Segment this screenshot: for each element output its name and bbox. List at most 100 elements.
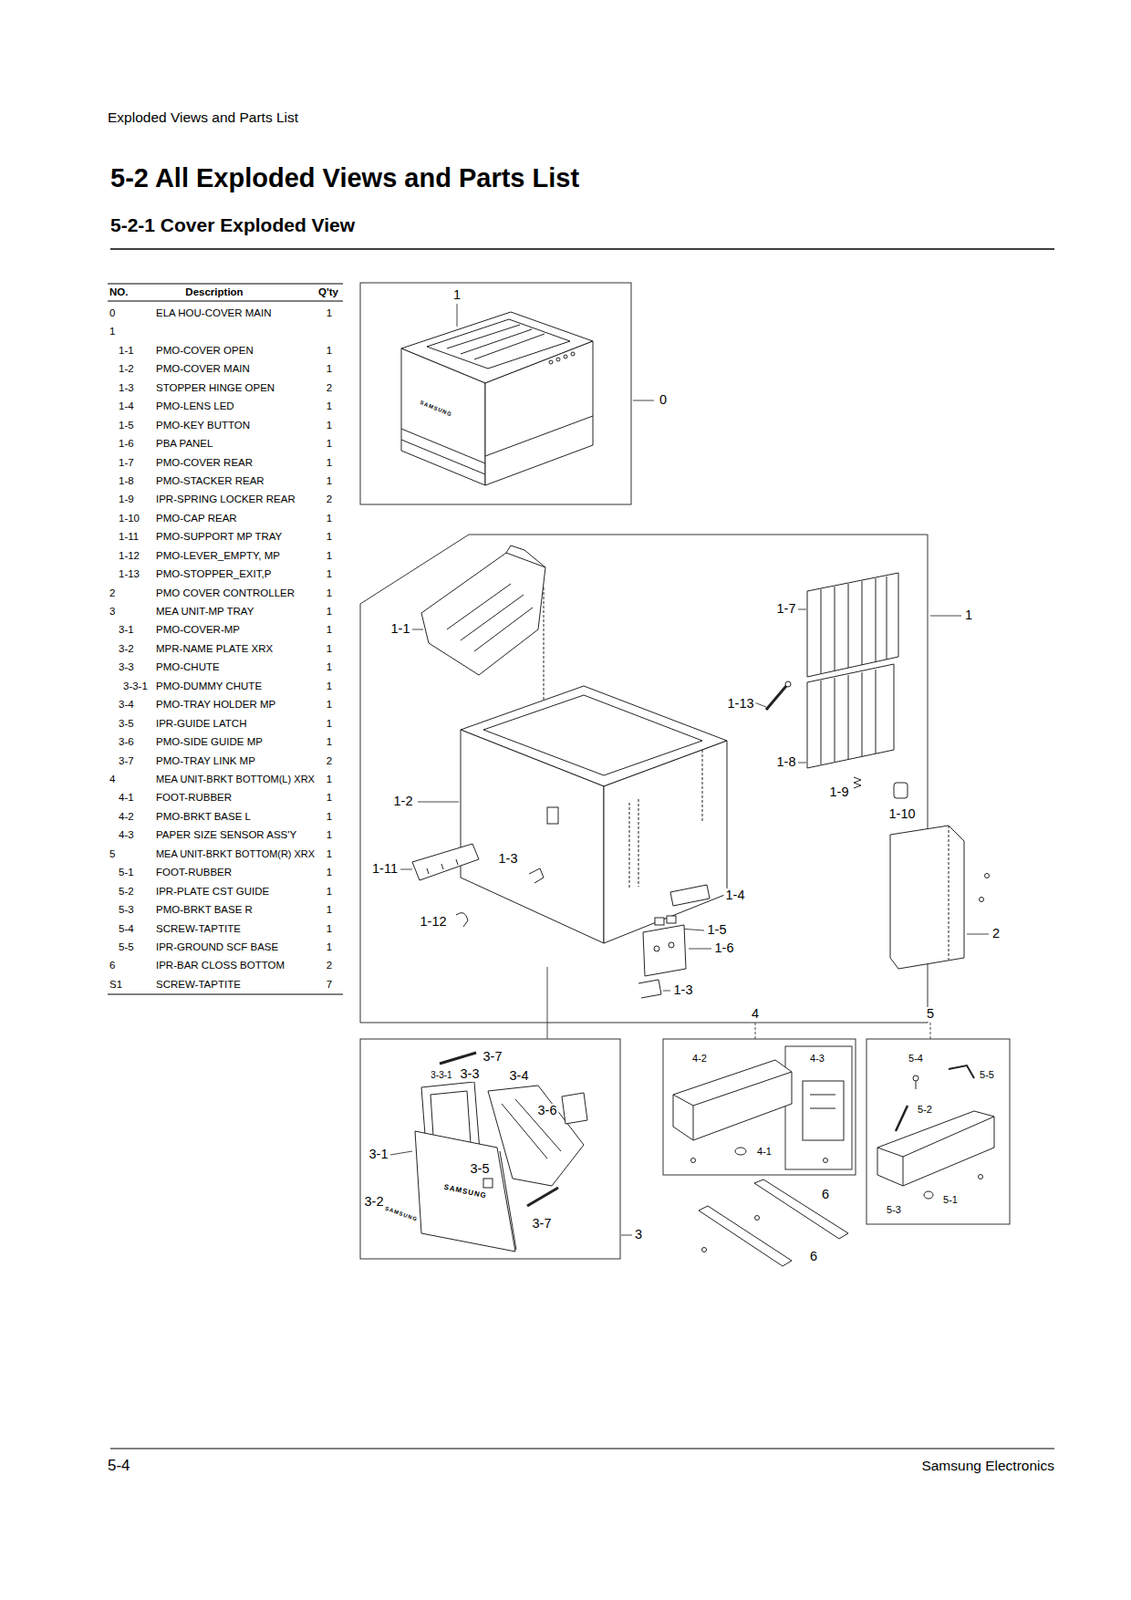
leader-line <box>930 615 962 617</box>
part-description: PMO-CHUTE <box>155 661 220 674</box>
header-rule <box>110 248 1055 250</box>
part-description: PMO-TRAY HOLDER MP <box>155 698 276 711</box>
part-number: 1-8 <box>118 475 135 488</box>
part-quantity: 1 <box>326 698 333 711</box>
panel-parts <box>668 942 675 948</box>
bracket-base-right <box>978 1174 984 1180</box>
leader-line <box>456 303 458 327</box>
callout-number: 1-13 <box>725 696 756 712</box>
view-frame <box>360 534 928 1023</box>
part-description: PMO-LEVER_EMPTY, MP <box>155 549 281 561</box>
part-number: 1-1 <box>118 344 135 357</box>
part-quantity: 1 <box>326 530 333 543</box>
part-description: PMO-COVER-MP <box>155 623 240 636</box>
bracket-base-left <box>693 1071 792 1106</box>
part-quantity: 1 <box>326 568 333 581</box>
part-number: 5-1 <box>118 866 135 879</box>
panel-parts <box>670 884 710 906</box>
mp-tray-parts <box>527 1187 559 1206</box>
printer-assembly <box>563 354 568 359</box>
mp-tray-parts <box>415 1131 516 1252</box>
cover-open-part <box>543 587 545 717</box>
leader-line <box>632 400 654 402</box>
callout-number: 1-11 <box>370 861 400 877</box>
part-description: PMO COVER CONTROLLER <box>155 586 295 599</box>
printer-assembly <box>485 415 593 457</box>
part-quantity: 1 <box>326 437 333 450</box>
callout-number: 5-1 <box>941 1193 960 1205</box>
bracket-base-right <box>915 1080 917 1090</box>
part-description: IPR-GROUND SCF BASE <box>155 941 279 954</box>
part-quantity: 1 <box>326 643 333 655</box>
leader-line <box>688 948 712 950</box>
view-frame <box>360 1038 621 1259</box>
section-title: 5-2 All Exploded Views and Parts List <box>110 164 580 194</box>
printer-assembly <box>426 319 571 369</box>
bracket-base-left <box>693 1105 695 1141</box>
rear-cover-part <box>848 583 850 668</box>
brand-logo: SAMSUNG <box>383 1204 419 1223</box>
bracket-base-left <box>673 1059 844 1163</box>
table-header: Q'ty <box>318 286 339 299</box>
part-number: 3-3-1 <box>123 679 148 692</box>
part-quantity: 1 <box>326 922 333 934</box>
bottom-bar <box>698 1205 792 1266</box>
part-number: 1-2 <box>118 363 135 375</box>
part-number: 1-9 <box>118 493 135 506</box>
part-description: IPR-SPRING LOCKER REAR <box>155 493 296 506</box>
cover-open-part <box>421 545 546 717</box>
table-rule <box>107 283 343 995</box>
mp-tray-parts <box>439 1052 477 1064</box>
part-number: 0 <box>109 307 115 320</box>
mp-support-part <box>426 868 429 874</box>
part-number: 5-5 <box>118 941 135 954</box>
cover-open-part <box>474 607 533 652</box>
part-quantity: 1 <box>326 941 333 954</box>
leader-line <box>966 933 989 935</box>
part-description: PMO-BRKT BASE L <box>155 810 251 823</box>
part-description: IPR-GUIDE LATCH <box>155 716 247 729</box>
part-number: 3-6 <box>118 736 135 748</box>
callout-number: 3-7 <box>530 1216 554 1232</box>
table-rule <box>107 300 343 302</box>
mp-support-part <box>441 863 444 870</box>
part-number: 5 <box>109 847 115 860</box>
bracket-base-left <box>809 1108 836 1110</box>
part-quantity: 1 <box>326 363 333 375</box>
side-cover-part <box>890 825 990 969</box>
part-description: STOPPER HINGE OPEN <box>155 381 275 394</box>
callout-number: 3-7 <box>481 1049 505 1065</box>
part-description: PBA PANEL <box>155 437 213 450</box>
part-description: FOOT-RUBBER <box>155 791 232 804</box>
bracket-base-right <box>948 1065 975 1079</box>
table-header: NO. <box>109 286 128 299</box>
part-quantity: 1 <box>326 791 333 804</box>
footer-rule <box>110 1448 1055 1450</box>
leader-line <box>798 762 807 764</box>
bracket-base-right <box>895 1105 908 1131</box>
part-number: S1 <box>109 978 123 991</box>
part-number: 3-5 <box>118 716 135 729</box>
page-number: 5-4 <box>107 1457 131 1475</box>
part-description: PMO-CAP REAR <box>155 512 238 525</box>
mp-tray-parts <box>561 1092 588 1124</box>
side-cover-part <box>948 825 950 960</box>
callout-number: 1-2 <box>392 794 416 810</box>
part-description: PMO-SUPPORT MP TRAY <box>155 530 282 543</box>
bottom-bar <box>755 1215 760 1221</box>
rear-cover-part <box>886 576 888 660</box>
part-number: 4-2 <box>118 810 135 823</box>
page-rules <box>110 249 1055 1449</box>
mp-support-part <box>456 859 458 865</box>
panel-parts <box>638 979 662 998</box>
part-number: 3-4 <box>118 698 135 711</box>
bracket-base-right <box>902 1156 904 1186</box>
main-cover-part <box>629 802 631 890</box>
part-quantity: 2 <box>326 493 333 506</box>
part-quantity: 1 <box>326 736 333 748</box>
rear-cover-part <box>893 782 908 799</box>
part-number: 3-1 <box>118 623 135 636</box>
bracket-base-right <box>902 1116 995 1157</box>
bracket-base-right <box>877 1065 995 1199</box>
part-quantity: 2 <box>326 754 333 767</box>
